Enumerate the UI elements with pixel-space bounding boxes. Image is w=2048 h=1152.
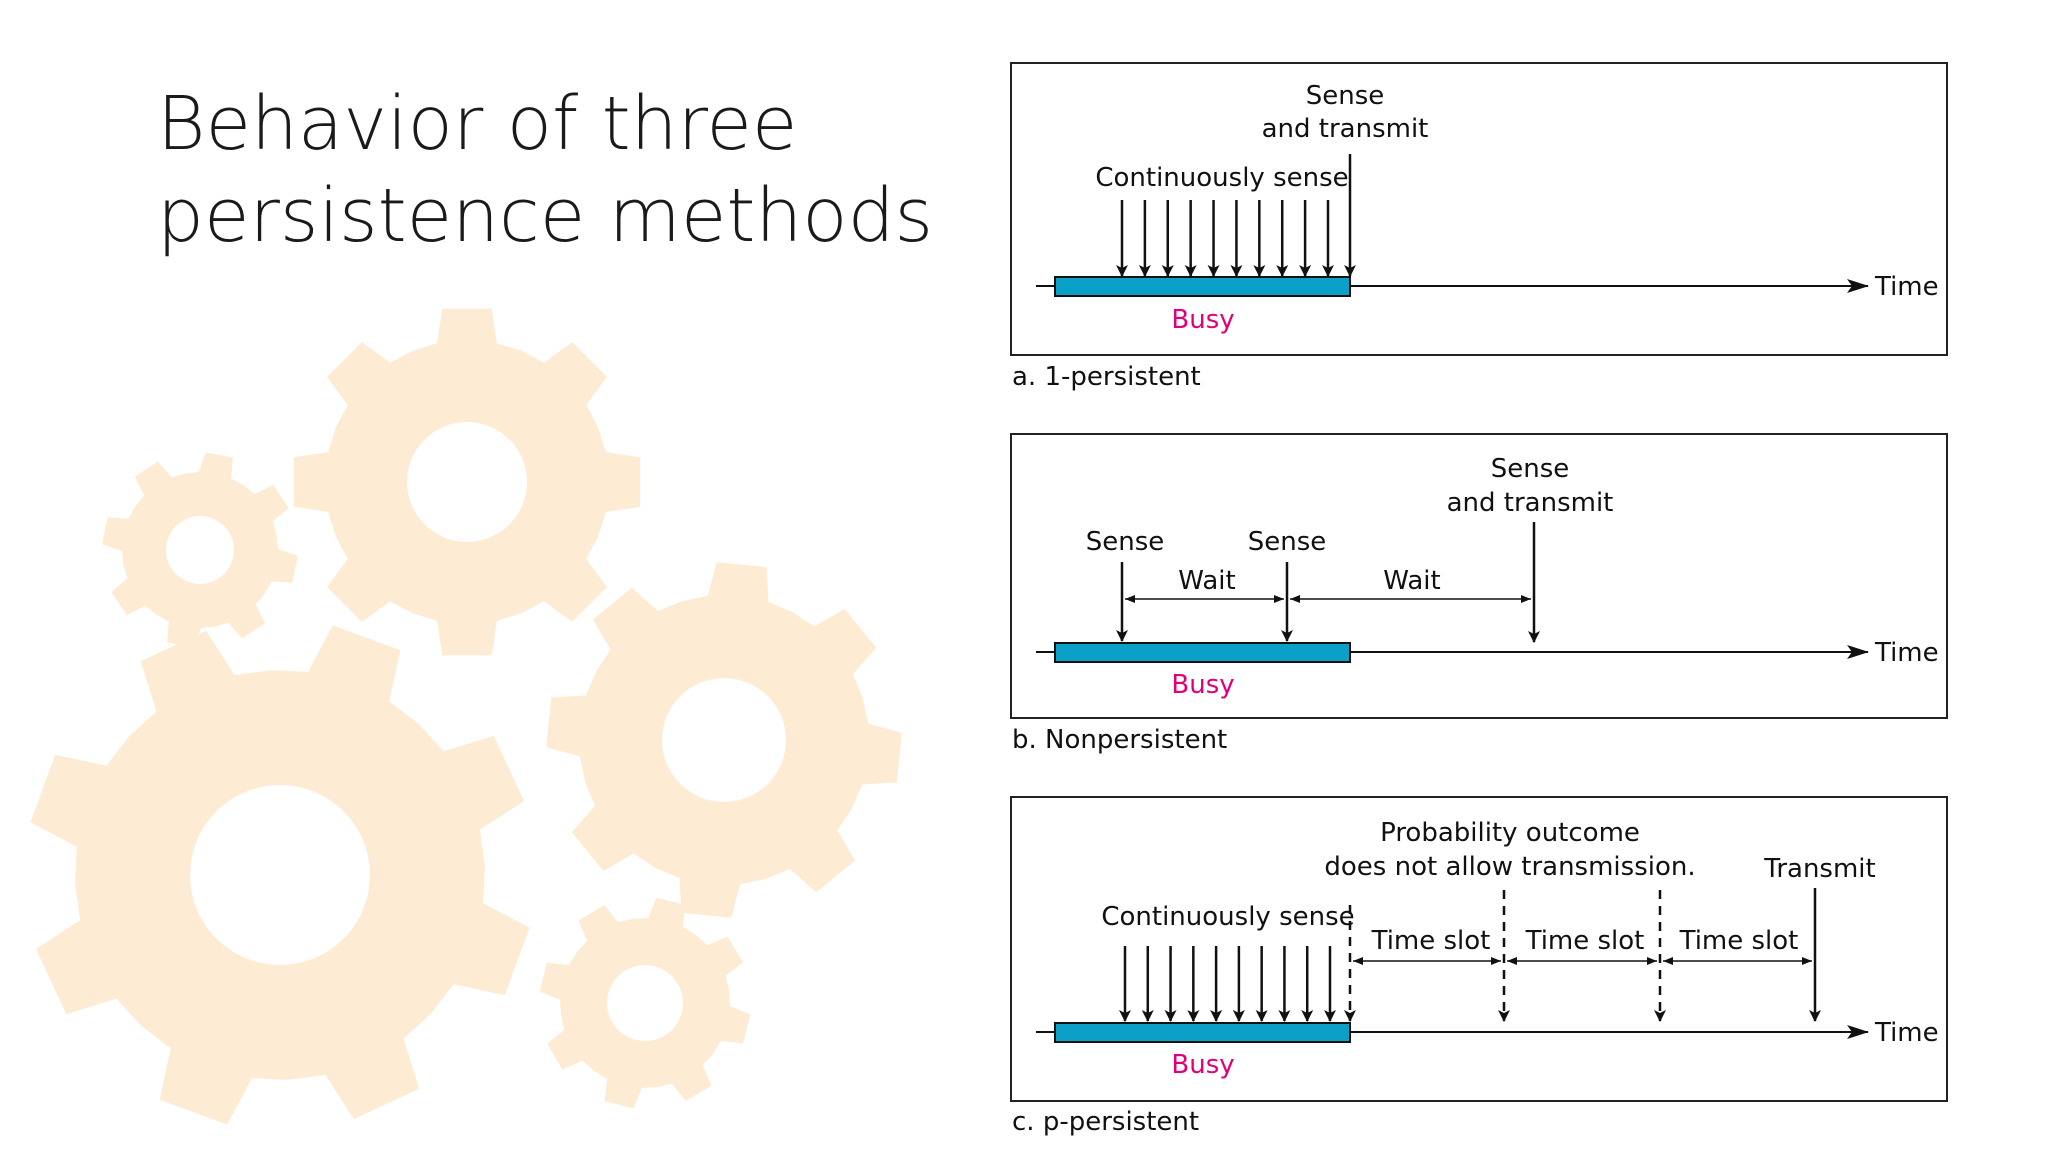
panel-caption: a. 1-persistent [1012, 362, 1201, 392]
sense-transmit-label-2: and transmit [1262, 114, 1429, 144]
time-slot-label-2: Time slot [1525, 926, 1645, 956]
panel-caption: c. p-persistent [1012, 1107, 1199, 1137]
slide-title: Behavior of three persistence methods [157, 78, 957, 262]
probability-label-2: does not allow transmission. [1324, 852, 1695, 882]
busy-bar [1054, 1022, 1351, 1043]
gear-shape-1 [102, 452, 298, 648]
continuous-sense-arrows [1119, 946, 1336, 1022]
busy-label: Busy [1171, 670, 1234, 700]
panel-p-persistent: Time Busy Time slot Time slot Time slot … [1010, 796, 1948, 1137]
gear-shape-3 [30, 625, 530, 1125]
panel-frame [1010, 796, 1948, 1102]
slide-title-line-1: Behavior of three [157, 81, 798, 167]
time-label: Time [1874, 638, 1939, 668]
panel-nonpersistent: Time Busy Sense Sense Wait Wait Sense an… [1010, 433, 1948, 755]
panel-1-persistent: Time Busy Sense and transmit Continuousl… [1010, 62, 1948, 392]
time-label: Time [1874, 1018, 1939, 1048]
busy-bar [1054, 642, 1351, 663]
continuous-sense-arrows [1116, 200, 1334, 277]
sense-transmit-label: Sense [1306, 81, 1385, 111]
continuously-sense-label: Continuously sense [1101, 902, 1354, 932]
panel-frame [1010, 433, 1948, 719]
gear-shape-2 [293, 308, 641, 656]
busy-bar [1054, 276, 1351, 297]
continuously-sense-label: Continuously sense [1095, 163, 1348, 193]
sense-transmit-label-2: and transmit [1447, 488, 1614, 518]
sense-transmit-label: Sense [1491, 454, 1570, 484]
panel-caption: b. Nonpersistent [1012, 725, 1227, 755]
sense-label-2: Sense [1248, 527, 1327, 557]
probability-label: Probability outcome [1380, 818, 1640, 848]
wait-label-2: Wait [1383, 566, 1440, 596]
sense-label-1: Sense [1086, 527, 1165, 557]
time-label: Time [1874, 272, 1939, 302]
time-slot-label-3: Time slot [1679, 926, 1799, 956]
time-slot-label-1: Time slot [1371, 926, 1491, 956]
gear-shape-5 [539, 897, 751, 1109]
panel-frame [1010, 62, 1948, 356]
busy-label: Busy [1171, 1050, 1234, 1080]
transmit-label: Transmit [1763, 854, 1875, 884]
gear-shape-4 [546, 562, 902, 918]
busy-label: Busy [1171, 305, 1234, 335]
wait-label-1: Wait [1178, 566, 1235, 596]
slide-title-line-2: persistence methods [157, 173, 934, 259]
